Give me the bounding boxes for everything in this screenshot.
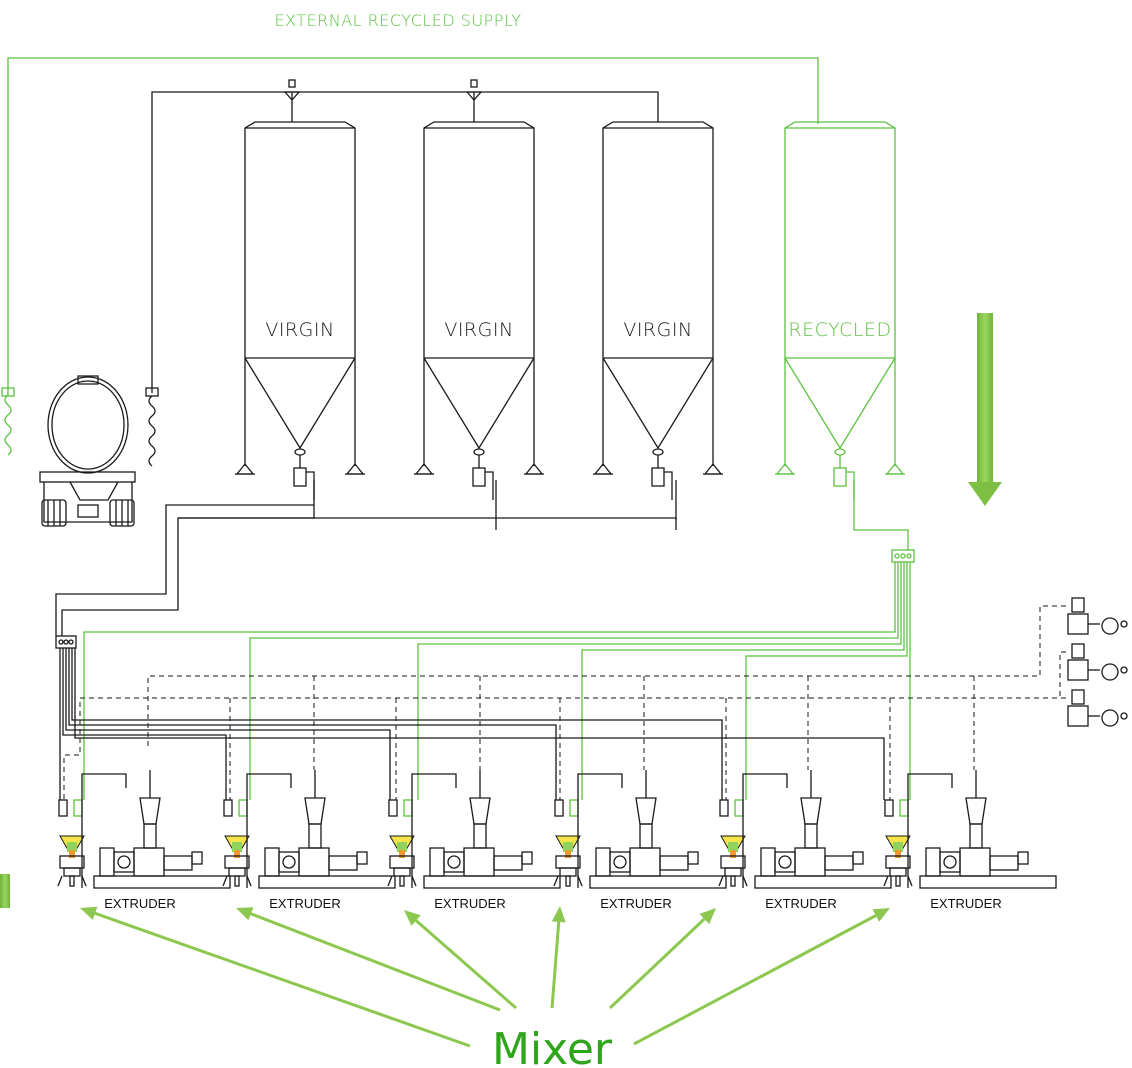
mixer-label: Mixer: [492, 1024, 613, 1068]
extruder-1-icon: [93, 770, 231, 889]
extruder-3-icon: [423, 770, 561, 889]
extruder-label-2: EXTRUDER: [269, 896, 341, 911]
station-2: EXTRUDER: [222, 770, 396, 911]
mixer-arrow-1: [80, 906, 471, 1048]
mixer-arrow-2: [236, 907, 501, 1012]
silo-label-3: VIRGIN: [623, 319, 692, 341]
extruder-5-icon: [754, 770, 892, 889]
virgin-manifold: [55, 635, 885, 800]
mixer-unit-5-icon: [718, 835, 748, 887]
virgin-transfer-lines: [55, 480, 677, 636]
extruder-label-3: EXTRUDER: [434, 896, 506, 911]
station-4: EXTRUDER: [553, 770, 727, 911]
extruder-label-5: EXTRUDER: [765, 896, 837, 911]
station-3: EXTRUDER: [387, 770, 561, 911]
vacuum-pump-3-icon: [1067, 689, 1128, 727]
external-recycled-supply-label: EXTERNAL RECYCLED SUPPLY: [274, 11, 521, 30]
extruder-2-icon: [258, 770, 396, 889]
extruder-label-6: EXTRUDER: [930, 896, 1002, 911]
mixer-unit-3-icon: [387, 835, 417, 887]
silo-label-2: VIRGIN: [444, 319, 513, 341]
recycled-transfer-lines: [83, 480, 915, 800]
silo-label-4: RECYCLED: [788, 319, 891, 341]
station-5: EXTRUDER: [718, 770, 892, 911]
silo-1: VIRGIN: [235, 121, 365, 500]
tanker-truck-icon: [39, 375, 136, 527]
virgin-supply-line: [145, 79, 659, 467]
mixer-arrow-3: [404, 910, 517, 1010]
silo-label-1: VIRGIN: [265, 319, 334, 341]
flow-marker-icon: [0, 874, 10, 908]
mixer-unit-2-icon: [222, 835, 252, 887]
mixer-arrow-6: [633, 908, 890, 1046]
mixer-unit-1-icon: [57, 835, 87, 887]
vacuum-lines: [63, 605, 1066, 800]
silo-3: VIRGIN: [593, 121, 723, 500]
silo-2: VIRGIN: [414, 121, 544, 500]
station-1: EXTRUDER: [57, 770, 231, 911]
station-6: EXTRUDER: [883, 770, 1057, 911]
mixer-unit-4-icon: [553, 835, 583, 887]
mixer-arrow-5: [608, 908, 716, 1010]
vacuum-pump-1-icon: [1067, 597, 1128, 635]
extruder-6-icon: [919, 770, 1057, 889]
external-recycled-supply-line: [1, 57, 819, 456]
flow-down-arrow-icon: [968, 313, 1002, 506]
extruder-label-1: EXTRUDER: [104, 896, 176, 911]
mixer-unit-6-icon: [883, 835, 913, 887]
extruder-4-icon: [589, 770, 727, 889]
extruder-label-4: EXTRUDER: [600, 896, 672, 911]
mixer-arrow-4: [550, 906, 566, 1009]
silo-4: RECYCLED: [775, 121, 905, 500]
vacuum-pump-2-icon: [1067, 643, 1128, 681]
